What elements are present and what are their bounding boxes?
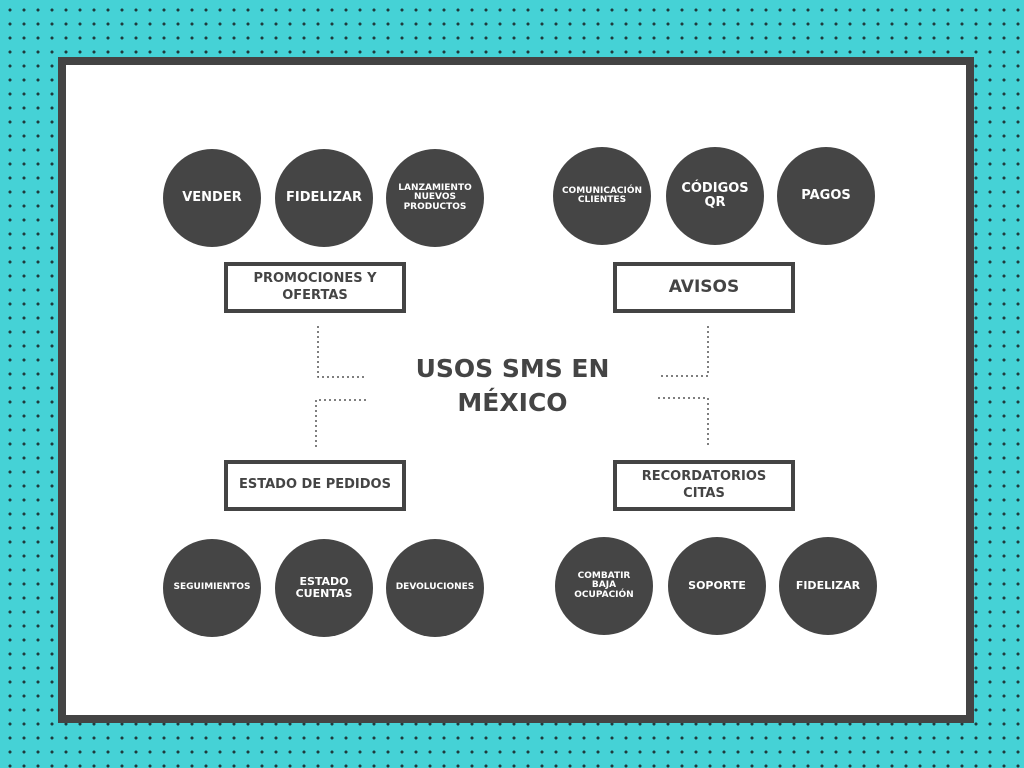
circle-lanzamiento-nuevos-productos: LANZAMIENTO NUEVOS PRODUCTOS	[386, 149, 484, 247]
box-avisos: AVISOS	[613, 262, 795, 313]
circle-seguimientos: SEGUIMIENTOS	[163, 539, 261, 637]
box-recordatorios-citas: RECORDATORIOS CITAS	[613, 460, 795, 511]
circle-fidelizar-2: FIDELIZAR	[779, 537, 877, 635]
circle-soporte: SOPORTE	[668, 537, 766, 635]
circle-combatir-baja-ocupacion: COMBATIR BAJA OCUPACIÓN	[555, 537, 653, 635]
circle-estado-cuentas: ESTADO CUENTAS	[275, 539, 373, 637]
diagram-title: USOS SMS EN MÉXICO	[400, 352, 625, 420]
connector-top-right	[658, 326, 709, 377]
connector-bottom-left	[315, 399, 366, 448]
circle-comunicacion-clientes: COMUNICACIÓN CLIENTES	[553, 147, 651, 245]
connector-bottom-right	[658, 397, 709, 448]
box-promociones-y-ofertas: PROMOCIONES Y OFERTAS	[224, 262, 406, 313]
circle-pagos: PAGOS	[777, 147, 875, 245]
circle-devoluciones: DEVOLUCIONES	[386, 539, 484, 637]
box-estado-de-pedidos: ESTADO DE PEDIDOS	[224, 460, 406, 511]
title-line-1: USOS SMS EN	[415, 354, 610, 383]
circle-vender: VENDER	[163, 149, 261, 247]
circle-codigos-qr: CÓDIGOS QR	[666, 147, 764, 245]
circle-fidelizar: FIDELIZAR	[275, 149, 373, 247]
connector-top-left	[317, 326, 366, 378]
title-line-2: MÉXICO	[457, 388, 568, 417]
